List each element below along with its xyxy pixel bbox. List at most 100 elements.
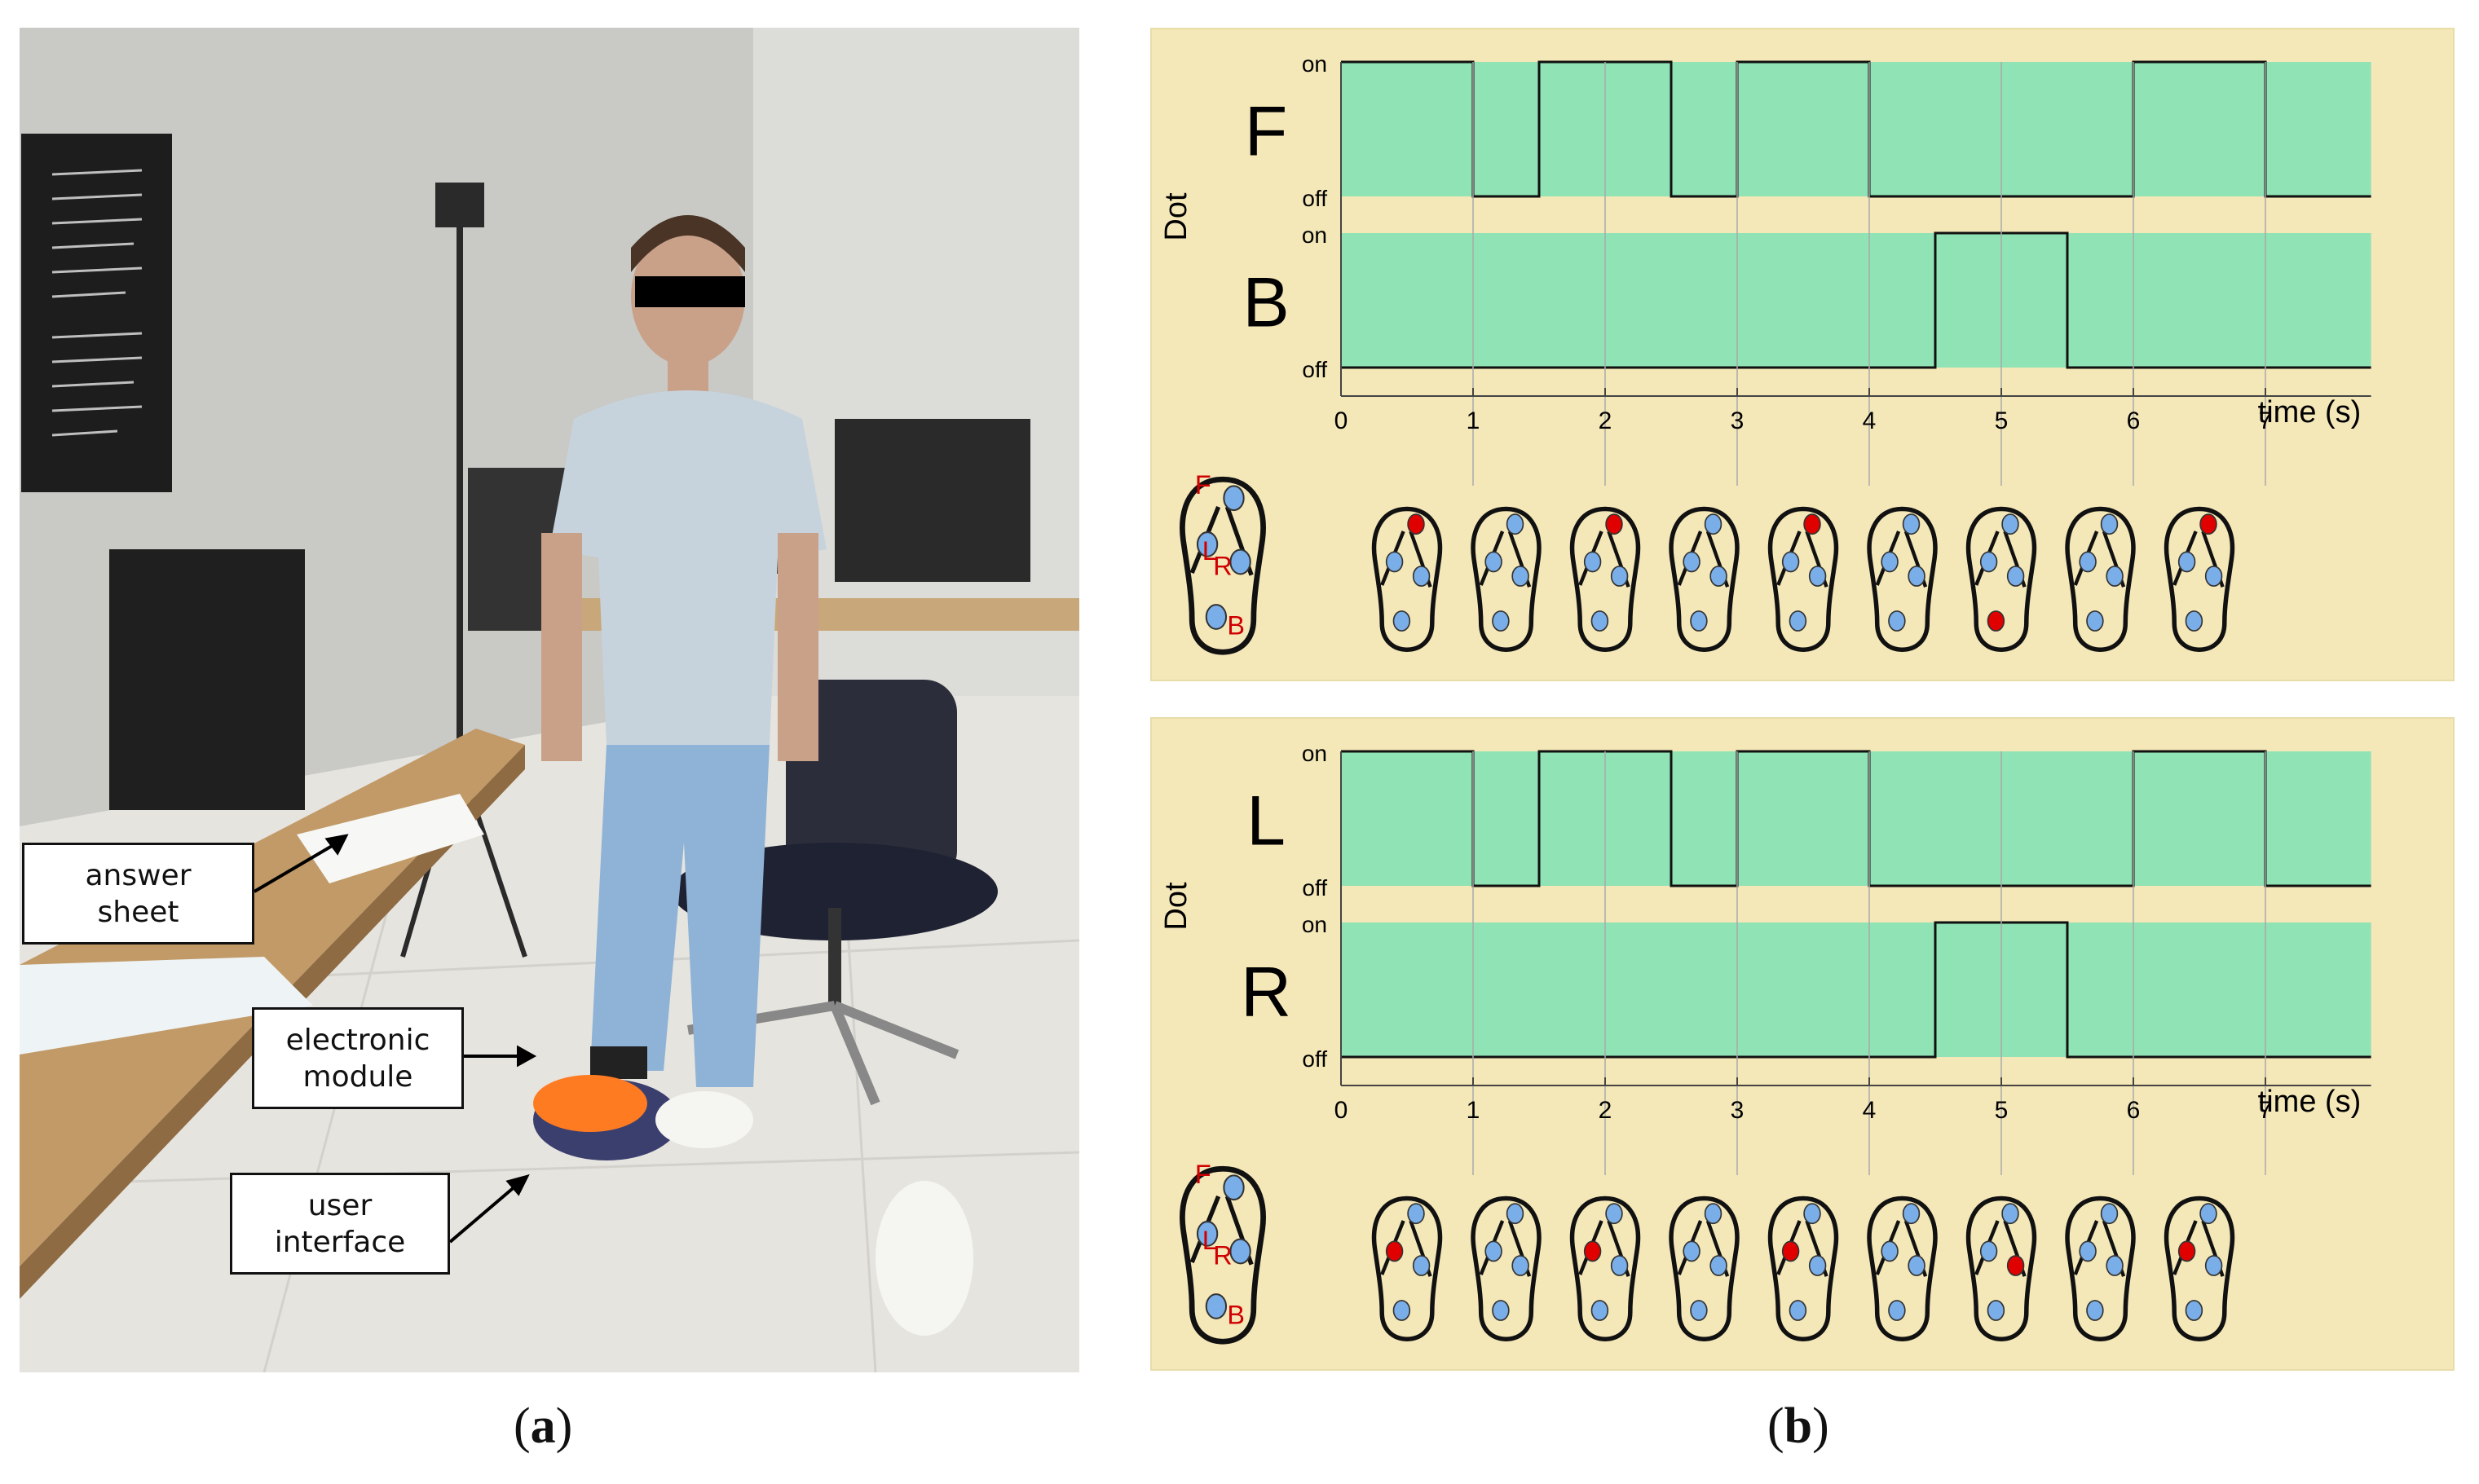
level-off-label: off: [1302, 357, 1327, 382]
level-on-label: on: [1302, 222, 1327, 248]
idle-dot: [1908, 1255, 1925, 1276]
sandal-frame: [1767, 1196, 1839, 1341]
jeans: [590, 745, 770, 1087]
wall-poster: [21, 134, 172, 492]
sandal-outline: [1471, 506, 1542, 652]
participant: [533, 215, 827, 1160]
sandal-outline: [1569, 1196, 1641, 1341]
idle-dot: [1196, 531, 1219, 557]
idle-dot: [1683, 1240, 1700, 1262]
idle-dot: [1511, 566, 1529, 587]
idle-dot: [2204, 1255, 2223, 1276]
idle-dot: [1229, 1238, 1251, 1265]
idle-dot: [1385, 551, 1404, 573]
idle-dot: [1392, 1300, 1411, 1321]
idle-dot: [1205, 1293, 1228, 1319]
idle-dot: [1789, 610, 1807, 632]
idle-dot: [1511, 1255, 1529, 1276]
idle-dot: [1908, 566, 1925, 587]
idle-dot: [1888, 1300, 1906, 1321]
idle-dot: [1808, 566, 1827, 587]
sandal-outline: [2164, 506, 2235, 652]
x-tick-label: 2: [1599, 1097, 1612, 1124]
idle-dot: [2079, 551, 2097, 573]
x-tick-label: 7: [2259, 407, 2273, 434]
idle-dot: [1583, 551, 1602, 573]
x-tick-label: 3: [1731, 407, 1745, 434]
idle-dot: [1690, 610, 1708, 632]
x-tick-label: 2: [1599, 407, 1612, 434]
sandal-frame: [1569, 506, 1641, 652]
experiment-photo: answer sheet electronic module user inte…: [20, 28, 1079, 1372]
series-fill-R: [1341, 923, 2371, 1057]
desk-monitor: [109, 549, 305, 810]
idle-dot: [1789, 1300, 1807, 1321]
legend-letter-front: F: [1195, 1160, 1211, 1189]
sandal-outline: [1867, 506, 1938, 652]
active-dot: [2006, 1255, 2025, 1276]
active-dot: [1781, 1240, 1800, 1262]
idle-dot: [1205, 604, 1228, 630]
active-dot: [2199, 513, 2217, 535]
y-axis-label: Dot: [1159, 192, 1193, 241]
series-label-L: L: [1246, 782, 1286, 861]
legend-letter-left: L: [1202, 1226, 1217, 1255]
idle-dot: [2106, 1255, 2124, 1276]
idle-dot: [1690, 1300, 1708, 1321]
sandal-outline: [2065, 1196, 2136, 1341]
idle-dot: [2177, 551, 2196, 573]
polo-shirt: [549, 390, 827, 745]
series-label-B: B: [1242, 264, 1289, 342]
idle-dot: [1605, 1203, 1623, 1225]
sandal-outline: [1867, 1196, 1938, 1341]
answer-sheet-paper: [297, 794, 484, 883]
idle-dot: [1590, 1300, 1609, 1321]
face-blur-bar: [635, 276, 745, 307]
sandal-outline: [1371, 506, 1443, 652]
idle-dot: [1610, 1255, 1629, 1276]
x-tick-label: 0: [1334, 407, 1348, 434]
idle-dot: [1803, 1203, 1821, 1225]
sandal-outline: [1471, 1196, 1542, 1341]
loose-shoe: [876, 1181, 973, 1336]
sandal-frame: [1371, 506, 1443, 652]
idle-dot: [2086, 1300, 2104, 1321]
x-tick-label: 4: [1863, 407, 1877, 434]
sandal-outline: [1767, 506, 1839, 652]
idle-dot: [2204, 566, 2223, 587]
series-label-F: F: [1245, 93, 1288, 171]
x-tick-label: 6: [2127, 407, 2141, 434]
x-axis-label: time (s): [2258, 1085, 2362, 1119]
idle-dot: [1196, 1221, 1219, 1247]
sandal-frame: [1867, 506, 1938, 652]
idle-dot: [2100, 513, 2119, 535]
active-dot: [1605, 513, 1623, 535]
callout-electronic-module: electronic module: [252, 1007, 464, 1109]
callout-user-interface: user interface: [230, 1173, 450, 1275]
sandal-frame: [1471, 1196, 1542, 1341]
idle-dot: [2006, 566, 2025, 587]
active-dot: [2177, 1240, 2196, 1262]
y-axis-label: Dot: [1159, 882, 1193, 931]
idle-dot: [1979, 1240, 1998, 1262]
idle-dot: [2001, 513, 2019, 535]
x-tick-label: 3: [1731, 1097, 1745, 1124]
idle-dot: [1683, 551, 1700, 573]
sandal-outline: [2164, 1196, 2235, 1341]
active-dot: [1987, 610, 2005, 632]
series-label-R: R: [1241, 953, 1291, 1032]
idle-dot: [2106, 566, 2124, 587]
sandal-outline: [1669, 1196, 1740, 1341]
caption-b: (b): [1767, 1398, 1829, 1454]
lab-scene-illustration: [20, 28, 1079, 1372]
sandal-frame: [1669, 1196, 1740, 1341]
legend-letter-left: L: [1202, 536, 1217, 566]
idle-dot: [2086, 610, 2104, 632]
idle-dot: [1881, 1240, 1899, 1262]
idle-dot: [2199, 1203, 2217, 1225]
sandal-outline: [1965, 1196, 2037, 1341]
idle-dot: [1484, 1240, 1502, 1262]
